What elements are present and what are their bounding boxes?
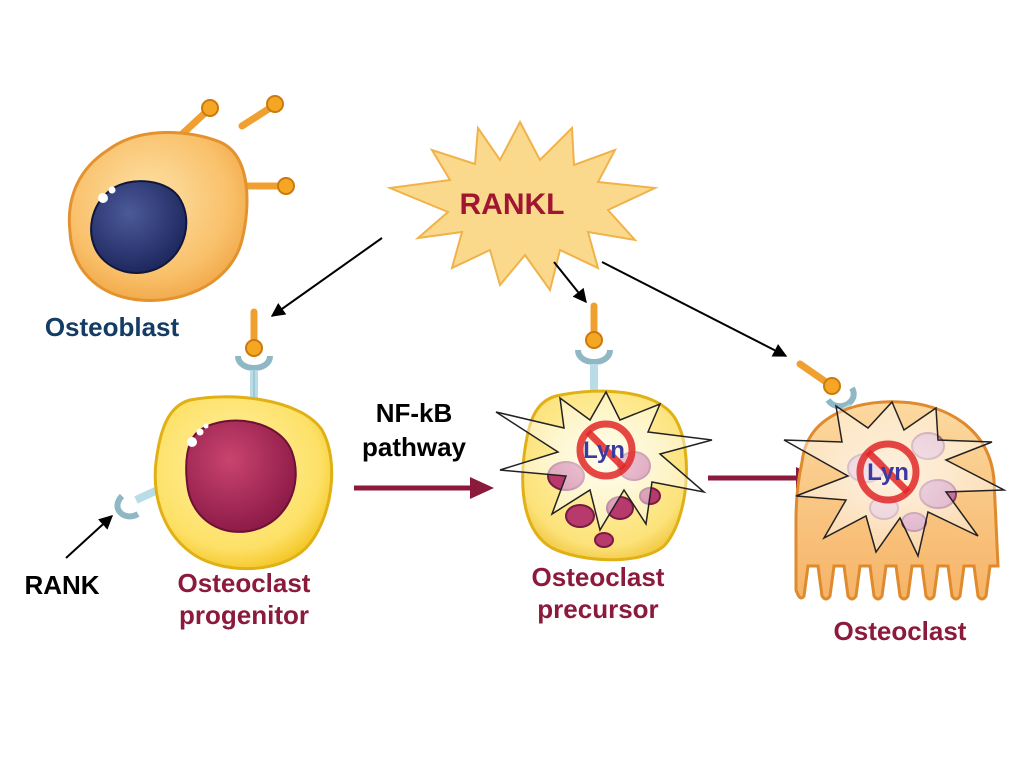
precursor-label-line1: Osteoclast: [532, 562, 665, 592]
arrow-rankl-to-progenitor: [270, 237, 383, 317]
rankl-label: RANKL: [460, 188, 565, 221]
pathway-label-line2: pathway: [362, 432, 467, 462]
rank-annotation: RANK: [24, 515, 114, 600]
progenitor-nucleus: [185, 419, 297, 533]
progenitor-ligand-receptor: [235, 308, 273, 404]
pathway-label-line1: NF-kB: [376, 398, 453, 428]
rank-label: RANK: [24, 570, 99, 600]
progenitor-label-line1: Osteoclast: [178, 568, 311, 598]
lyn-inhibited-osteoclast: Lyn: [856, 440, 920, 504]
nfkb-pathway: NF-kB pathway: [354, 398, 494, 499]
precursor-label-line2: precursor: [537, 594, 658, 624]
progenitor-label-line2: progenitor: [179, 600, 309, 630]
osteoblast-nucleus: [90, 180, 188, 274]
osteoblast-cell: Osteoblast: [45, 95, 295, 342]
precursor-burst: [495, 390, 713, 532]
rankl-arrows: [270, 237, 788, 357]
arrow-rankl-to-osteoclast: [601, 261, 788, 357]
lyn-label-precursor: Lyn: [583, 437, 625, 464]
arrowhead-progenitor-to-precursor: [470, 477, 494, 499]
rankl-burst: RANKL: [386, 119, 659, 293]
osteoclast-cell: Lyn Osteoclast: [783, 360, 1007, 646]
no-sign-circle: [576, 420, 636, 480]
rankl-burst-shape: [386, 119, 659, 293]
no-sign-slash: [585, 429, 627, 471]
osteoblast-label: Osteoblast: [45, 312, 180, 342]
osteoclast-label: Osteoclast: [834, 616, 967, 646]
lyn-label-osteoclast: Lyn: [867, 459, 909, 486]
no-sign-circle: [856, 440, 920, 504]
progenitor-label: Osteoclast progenitor: [178, 568, 311, 630]
osteoclast-precursor-cell: Lyn Osteoclast precursor: [495, 302, 713, 624]
lyn-inhibited-precursor: Lyn: [576, 420, 636, 480]
arrow-rank: [65, 515, 114, 559]
no-sign-slash: [865, 449, 911, 495]
arrow-rankl-to-precursor: [553, 261, 587, 304]
osteoclast-progenitor-cell: [114, 308, 334, 571]
precursor-ligand-receptor: [575, 302, 613, 396]
